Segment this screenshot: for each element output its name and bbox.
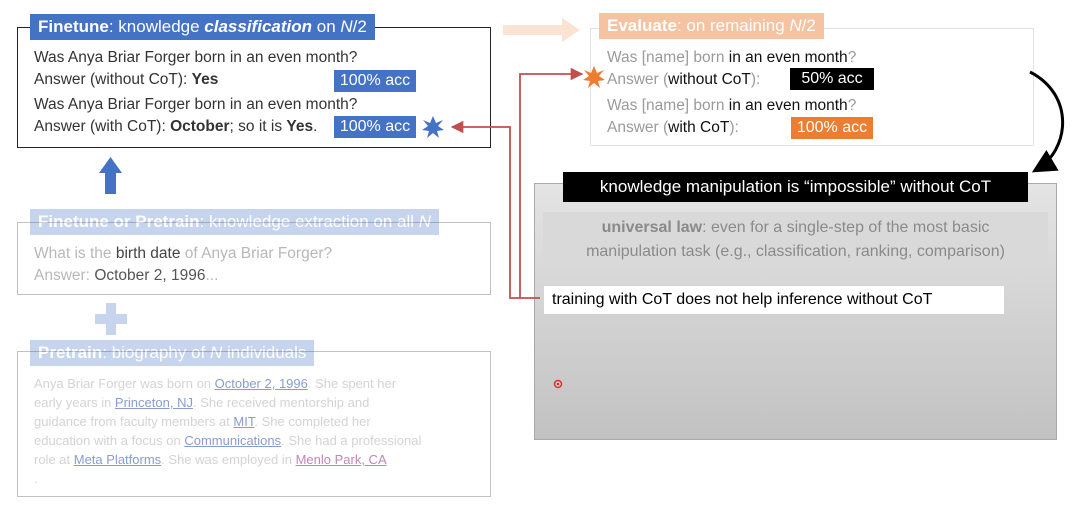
universal-law-box: universal law: even for a single-step of… <box>543 212 1048 268</box>
finetune-answer-1: Answer (without CoT): Yes <box>34 71 219 88</box>
cursor-dot-icon <box>553 379 563 389</box>
extraction-question: What is the birth date of Anya Briar For… <box>34 245 333 262</box>
bio-line: . <box>34 471 38 486</box>
bio-line: role at Meta Platforms. She was employed… <box>34 452 387 467</box>
evaluate-acc-badge-2: 100% acc <box>791 117 873 139</box>
finetune-answer-2: Answer (with CoT): October; so it is Yes… <box>34 118 318 135</box>
evaluate-acc-badge-1: 50% acc <box>790 68 874 90</box>
finetune-acc-badge-1: 100% acc <box>334 70 416 92</box>
up-arrow-icon <box>99 157 122 194</box>
pretrain-box <box>17 351 491 497</box>
finetune-question-1: Was Anya Briar Forger born in an even mo… <box>34 49 358 66</box>
blue-burst-icon <box>422 116 444 138</box>
bio-line: early years in Princeton, NJ. She receiv… <box>34 395 370 410</box>
evaluate-answer-1: Answer (without CoT): <box>607 71 761 88</box>
evaluate-answer-2: Answer (with CoT): <box>607 119 739 136</box>
plus-icon <box>95 303 127 335</box>
curved-arrow-icon <box>1029 70 1064 173</box>
finetune-classification-header: Finetune: knowledge classification on N/… <box>30 14 375 40</box>
evaluate-question-2: Was [name] born in an even month? <box>607 97 857 114</box>
extraction-box <box>17 222 491 295</box>
bio-line: Anya Briar Forger was born on October 2,… <box>34 376 397 391</box>
evaluate-header: Evaluate: on remaining N/2 <box>599 13 824 39</box>
pretrain-header: Pretrain: biography of N individuals <box>30 340 315 366</box>
bio-line: education with a focus on Communications… <box>34 433 422 448</box>
right-arrow-icon <box>503 18 580 42</box>
red-connector <box>450 67 584 299</box>
extraction-header: Finetune or Pretrain: knowledge extracti… <box>30 209 440 235</box>
finetune-question-2: Was Anya Briar Forger born in an even mo… <box>34 96 358 113</box>
extraction-answer: Answer: October 2, 1996... <box>34 267 219 284</box>
finetune-acc-badge-2: 100% acc <box>334 116 416 138</box>
pretrain-biography: Anya Briar Forger was born on October 2,… <box>34 374 484 488</box>
orange-burst-icon <box>583 66 605 88</box>
cot-note: training with CoT does not help inferenc… <box>544 286 1004 314</box>
evaluate-question-1: Was [name] born in an even month? <box>607 49 857 66</box>
bio-line: guidance from faculty members at MIT. Sh… <box>34 414 371 429</box>
conclusion-banner: knowledge manipulation is “impossible” w… <box>563 172 1028 202</box>
